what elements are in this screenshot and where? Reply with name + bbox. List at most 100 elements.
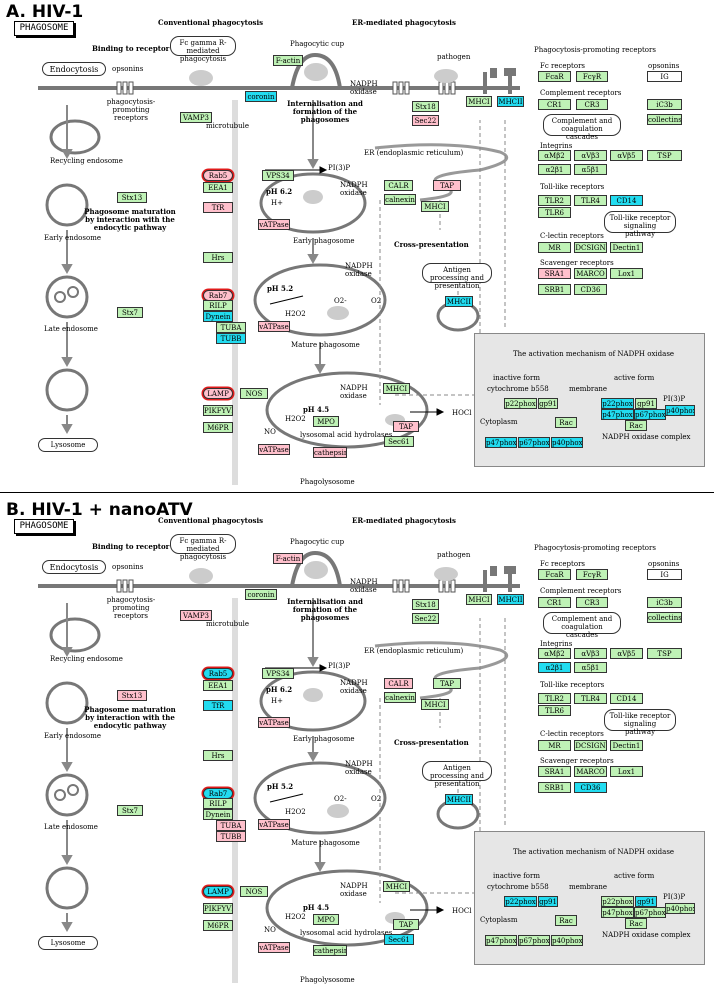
gene-rab5[interactable]: Rab5 — [203, 170, 233, 181]
gene-pikfyve[interactable]: PIKFYVE — [203, 405, 233, 416]
gene-fcar[interactable]: FcaR — [538, 569, 571, 580]
gene-m6pr[interactable]: M6PR — [203, 422, 233, 433]
gene-cd14[interactable]: CD14 — [610, 693, 643, 704]
gene-sra1[interactable]: SRA1 — [538, 268, 571, 279]
gene-marco[interactable]: MARCO — [574, 766, 607, 777]
lysosome-box[interactable]: Lysosome — [38, 438, 98, 452]
gene-lamp[interactable]: LAMP — [203, 886, 233, 897]
gene-fcgr[interactable]: FcγR — [576, 71, 608, 82]
gene-mhci-low[interactable]: MHCI — [383, 383, 410, 394]
gene-rab5[interactable]: Rab5 — [203, 668, 233, 679]
gene-cr3[interactable]: CR3 — [576, 99, 608, 110]
gene-coronin[interactable]: coronin — [245, 589, 277, 600]
gene-vatpase-2[interactable]: vATPase — [258, 819, 290, 830]
gene-fcgr[interactable]: FcγR — [576, 569, 608, 580]
fc-gamma-pathway-box[interactable]: Fc gamma R-mediated phagocytosis — [170, 534, 236, 561]
gene-p40phox-inactive[interactable]: p40phox — [551, 935, 583, 946]
gene-mr[interactable]: MR — [538, 242, 571, 253]
gene-vatpase-1[interactable]: vATPase — [258, 219, 290, 230]
gene-p67phox-inactive[interactable]: p67phox — [518, 437, 550, 448]
gene-a2b1[interactable]: α2β1 — [538, 662, 571, 673]
gene-cr1[interactable]: CR1 — [538, 99, 571, 110]
gene-vatpase-3[interactable]: vATPase — [258, 444, 290, 455]
gene-vamp3[interactable]: VAMP3 — [180, 112, 212, 123]
gene-mhci-top[interactable]: MHCI — [466, 594, 492, 605]
gene-tlr6[interactable]: TLR6 — [538, 207, 571, 218]
gene-mhci-low[interactable]: MHCI — [383, 881, 410, 892]
complement-cascades-box[interactable]: Complement and coagulation cascades — [543, 612, 621, 639]
gene-srb1[interactable]: SRB1 — [538, 782, 571, 793]
gene-vatpase-3[interactable]: vATPase — [258, 942, 290, 953]
gene-p22phox-inactive[interactable]: p22phox — [504, 398, 537, 409]
gene-stx18[interactable]: Stx18 — [412, 101, 439, 112]
gene-cathepsin[interactable]: cathepsin — [313, 945, 347, 956]
gene-ig[interactable]: IG — [647, 71, 682, 82]
gene-calnexin[interactable]: calnexin — [384, 194, 416, 205]
gene-p47phox-inactive[interactable]: p47phox — [485, 935, 517, 946]
gene-rilp[interactable]: RILP — [203, 300, 233, 311]
gene-sec22[interactable]: Sec22 — [412, 613, 439, 624]
gene-ig[interactable]: IG — [647, 569, 682, 580]
gene-gp91-active[interactable]: gp91 — [635, 398, 657, 409]
gene-vps34[interactable]: VPS34 — [262, 170, 294, 181]
gene-calr[interactable]: CALR — [384, 678, 413, 689]
gene-lamp[interactable]: LAMP — [203, 388, 233, 399]
gene-rac-inactive[interactable]: Rac — [555, 915, 577, 926]
gene-tap-2[interactable]: TAP — [393, 919, 419, 930]
tlr-pathway-box[interactable]: Toll-like receptor signaling pathway — [604, 211, 676, 238]
gene-mhci-er[interactable]: MHCI — [421, 699, 449, 710]
gene-calr[interactable]: CALR — [384, 180, 413, 191]
gene-rac-inactive[interactable]: Rac — [555, 417, 577, 428]
gene-dectin1[interactable]: Dectin1 — [610, 242, 643, 253]
gene-nos[interactable]: NOS — [240, 388, 268, 399]
gene-ic3b[interactable]: iC3b — [647, 99, 682, 110]
gene-collectins[interactable]: collectins — [647, 114, 682, 125]
gene-a5b1[interactable]: α5β1 — [574, 164, 607, 175]
gene-factin[interactable]: F-actin — [273, 55, 303, 66]
gene-srb1[interactable]: SRB1 — [538, 284, 571, 295]
gene-a5b1[interactable]: α5β1 — [574, 662, 607, 673]
gene-p22phox-active[interactable]: p22phox — [601, 896, 634, 907]
gene-dcsign[interactable]: DCSIGN — [574, 242, 607, 253]
gene-eea1[interactable]: EEA1 — [203, 680, 233, 691]
endocytosis-box[interactable]: Endocytosis — [42, 560, 106, 574]
gene-p22phox-inactive[interactable]: p22phox — [504, 896, 537, 907]
gene-dcsign[interactable]: DCSIGN — [574, 740, 607, 751]
gene-tubb[interactable]: TUBB — [216, 333, 246, 344]
gene-avb3[interactable]: αVβ3 — [574, 150, 607, 161]
gene-stx7[interactable]: Stx7 — [117, 805, 143, 816]
gene-dynein[interactable]: Dynein — [203, 809, 233, 820]
gene-vatpase-1[interactable]: vATPase — [258, 717, 290, 728]
gene-cd14[interactable]: CD14 — [610, 195, 643, 206]
gene-amb2[interactable]: αMβ2 — [538, 150, 571, 161]
gene-mhcii-top[interactable]: MHCII — [497, 96, 524, 107]
gene-marco[interactable]: MARCO — [574, 268, 607, 279]
gene-tlr4[interactable]: TLR4 — [574, 693, 607, 704]
gene-cd36[interactable]: CD36 — [574, 782, 607, 793]
gene-dynein[interactable]: Dynein — [203, 311, 233, 322]
gene-tubb[interactable]: TUBB — [216, 831, 246, 842]
gene-avb3[interactable]: αVβ3 — [574, 648, 607, 659]
gene-tfr[interactable]: TfR — [203, 700, 233, 711]
gene-pikfyve[interactable]: PIKFYVE — [203, 903, 233, 914]
gene-fcar[interactable]: FcaR — [538, 71, 571, 82]
gene-cr1[interactable]: CR1 — [538, 597, 571, 608]
gene-tlr4[interactable]: TLR4 — [574, 195, 607, 206]
gene-avb5[interactable]: αVβ5 — [610, 150, 643, 161]
gene-stx7[interactable]: Stx7 — [117, 307, 143, 318]
gene-mhcii-top[interactable]: MHCII — [497, 594, 524, 605]
gene-coronin[interactable]: coronin — [245, 91, 277, 102]
gene-collectins[interactable]: collectins — [647, 612, 682, 623]
gene-vps34[interactable]: VPS34 — [262, 668, 294, 679]
gene-tuba[interactable]: TUBA — [216, 322, 246, 333]
gene-tlr6[interactable]: TLR6 — [538, 705, 571, 716]
gene-cd36[interactable]: CD36 — [574, 284, 607, 295]
gene-tlr2[interactable]: TLR2 — [538, 195, 571, 206]
gene-p40phox-active[interactable]: p40phox — [665, 903, 695, 914]
gene-m6pr[interactable]: M6PR — [203, 920, 233, 931]
gene-a2b1[interactable]: α2β1 — [538, 164, 571, 175]
gene-tsp[interactable]: TSP — [647, 150, 682, 161]
fc-gamma-pathway-box[interactable]: Fc gamma R-mediated phagocytosis — [170, 36, 236, 63]
gene-rac-active[interactable]: Rac — [625, 918, 647, 929]
complement-cascades-box[interactable]: Complement and coagulation cascades — [543, 114, 621, 141]
